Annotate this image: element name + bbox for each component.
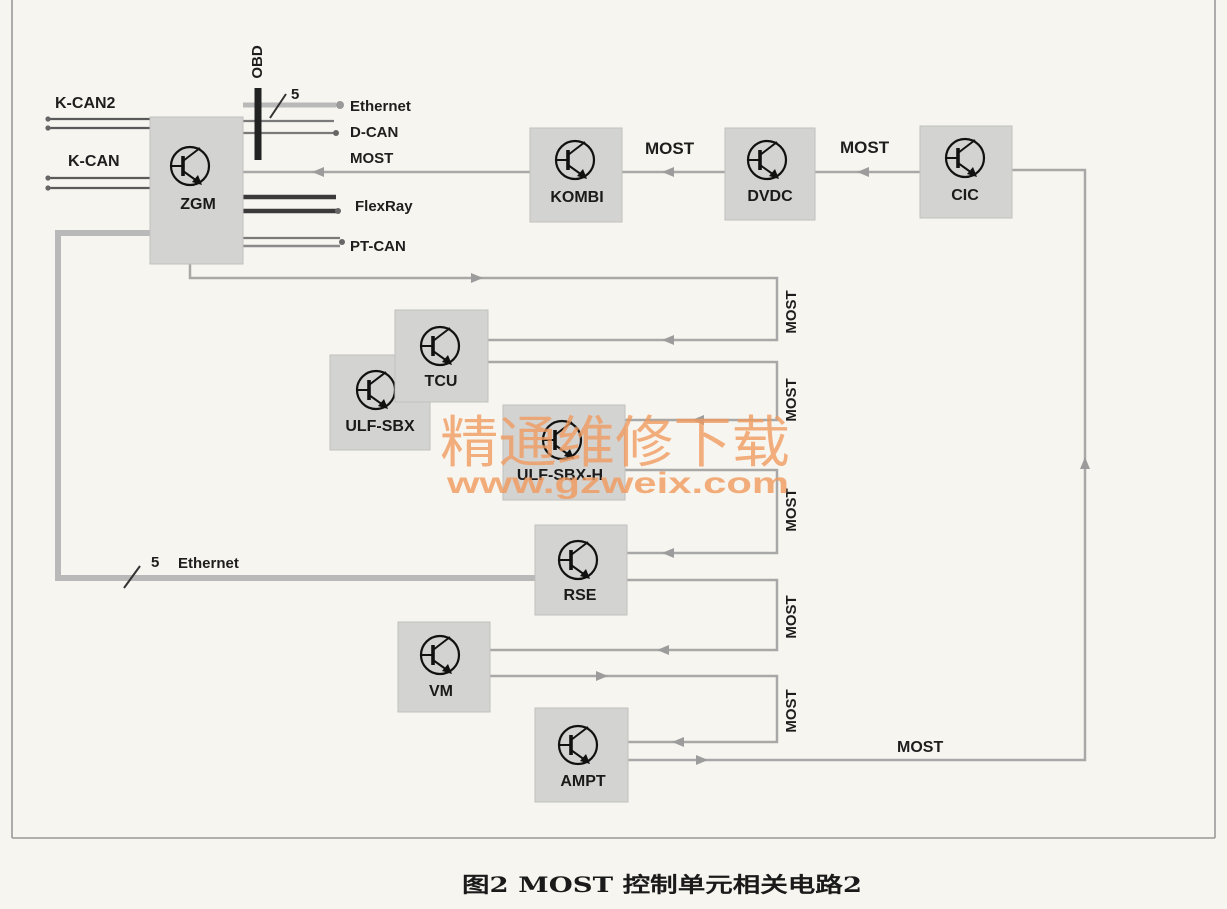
k-can-terminal-2: [45, 185, 51, 191]
ethernet-label: Ethernet: [350, 98, 411, 115]
most-arrow-kombi-zgm: [312, 167, 324, 177]
figure-frame: [11, 0, 1216, 839]
node-label: DVDC: [747, 188, 793, 205]
most-arrow-ampt-cic-up: [1080, 457, 1090, 469]
node-label: ZGM: [180, 196, 216, 213]
watermark: 精通维修下载 www.gzweix.com: [440, 411, 790, 500]
node-dvdc: DVDC: [724, 127, 816, 221]
obd-connector: OBD 5: [249, 45, 299, 160]
d-can-terminal: [333, 130, 339, 136]
figure-caption: 图2 MOST 控制单元相关电路2: [462, 872, 862, 897]
most-label-tcu-ulf: MOST: [783, 378, 800, 421]
k-can2-bus: K-CAN2: [45, 95, 150, 131]
most-label-rse-vm: MOST: [783, 595, 800, 638]
obd-wire-count-slash: [269, 93, 287, 119]
k-can-terminal-1: [45, 175, 51, 181]
ethernet-loop-line: [55, 230, 535, 581]
most-label-zgm-tcu: MOST: [783, 290, 800, 333]
node-box: [919, 125, 1013, 219]
most-line-vm-ampt: [490, 674, 779, 744]
obd-wire-count: 5: [291, 86, 299, 103]
most-arrow-zgm-tcu-right: [471, 273, 483, 283]
node-label: CIC: [951, 187, 979, 204]
watermark-title: 精通维修下载: [440, 411, 790, 476]
k-can2-label: K-CAN2: [55, 95, 116, 112]
node-zgm: ZGM: [149, 116, 244, 265]
node-label: TCU: [425, 373, 458, 390]
node-box: [149, 116, 244, 265]
node-ampt: AMPT: [534, 707, 629, 803]
node-kombi: KOMBI: [529, 127, 623, 223]
node-tcu: TCU: [394, 309, 489, 403]
most-arrow-vm-ampt-left: [672, 737, 684, 747]
node-vm: VM: [397, 621, 491, 713]
most-line-ulf-sbx-h-rse: [625, 468, 779, 555]
most-arrow-vm-ampt-right: [596, 671, 608, 681]
node-label: VM: [429, 683, 453, 700]
k-can-label: K-CAN: [68, 153, 120, 170]
node-label: RSE: [564, 587, 597, 604]
most-arrow-rse-vm: [657, 645, 669, 655]
flexray-terminal: [335, 208, 341, 214]
most-label-dvdc-cic: MOST: [840, 138, 890, 157]
pt-can-label: PT-CAN: [350, 238, 406, 255]
most-line-rse-vm: [490, 578, 779, 652]
most-arrow-tcu-ulf-sbx-h: [692, 415, 704, 425]
node-box: [529, 127, 623, 223]
d-can-label: D-CAN: [350, 124, 398, 141]
node-cic: CIC: [919, 125, 1013, 219]
pt-can-terminal: [339, 239, 345, 245]
obd-label: OBD: [249, 45, 266, 79]
most-label-kombi-dvdc: MOST: [645, 139, 695, 158]
flexray-bus: FlexRay: [243, 194, 413, 215]
most-label-vm-ampt: MOST: [783, 689, 800, 732]
node-box: [534, 524, 628, 616]
k-can2-terminal-1: [45, 116, 51, 122]
watermark-url: www.gzweix.com: [446, 467, 789, 500]
node-label: AMPT: [560, 773, 606, 790]
ethernet-loop-wire-count-slash: [123, 565, 141, 589]
ethernet-loop: 5 Ethernet: [55, 230, 535, 589]
node-box: [534, 707, 629, 803]
most-arrow-ampt-cic-right: [696, 755, 708, 765]
most-arrow-zgm-tcu-left: [662, 335, 674, 345]
node-ulf-sbx: ULF-SBX: [329, 354, 431, 451]
most-label-zgm: MOST: [350, 150, 393, 167]
most-arrow-cic-dvdc: [857, 167, 869, 177]
node-label: KOMBI: [550, 189, 603, 206]
k-can2-terminal-2: [45, 125, 51, 131]
flexray-label: FlexRay: [355, 198, 413, 215]
most-arrow-dvdc-kombi: [662, 167, 674, 177]
ethernet-terminal: [336, 101, 344, 109]
pt-can-bus: PT-CAN: [243, 236, 406, 255]
node-box: [724, 127, 816, 221]
most-label-ulf-rse: MOST: [783, 488, 800, 531]
most-arrow-ulf-sbx-h-rse: [662, 548, 674, 558]
ethernet-loop-wire-count: 5: [151, 554, 159, 571]
node-label: ULF-SBX-H: [517, 467, 603, 484]
most-line-zgm-tcu: [188, 264, 779, 342]
most-label-ampt-cic: MOST: [897, 739, 943, 756]
node-ulf-sbx-h: ULF-SBX-H: [502, 404, 626, 501]
most-ring: MOST MOST MOST MOST MOST MOST MOST MOST …: [188, 138, 1090, 765]
node-label: ULF-SBX: [345, 418, 415, 435]
node-rse: RSE: [534, 524, 628, 616]
k-can-bus: K-CAN: [45, 153, 150, 191]
ethernet-loop-label: Ethernet: [178, 555, 239, 572]
